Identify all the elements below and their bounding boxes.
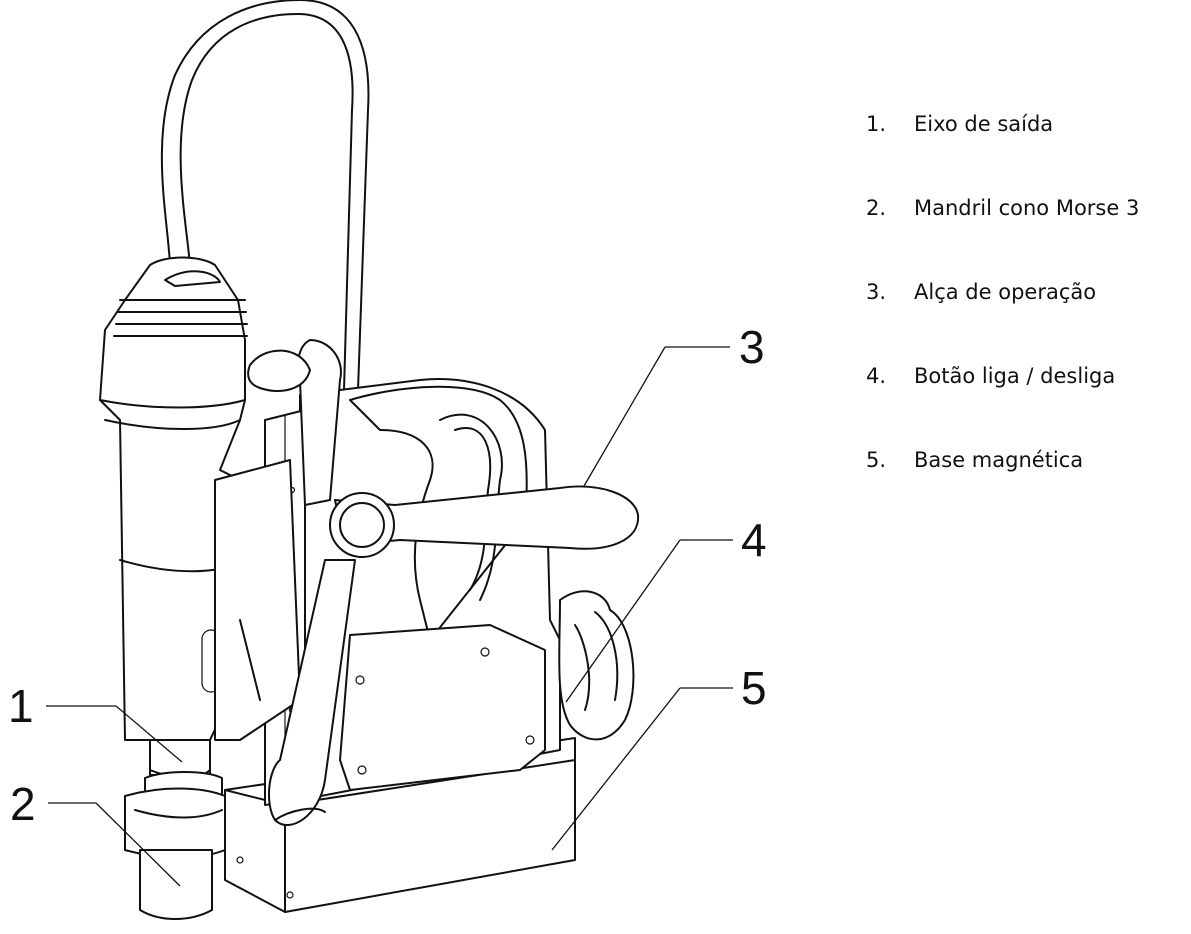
legend-number: 1. [866, 112, 887, 136]
callout-1: 1 [8, 680, 34, 732]
legend-number: 4. [866, 364, 887, 388]
operating-handle [247, 339, 640, 826]
motor-housing [99, 256, 301, 741]
legend-item: 2. Mandril cono Morse 3 [866, 194, 1186, 222]
legend-item: 5. Base magnética [866, 446, 1186, 474]
legend-item: 1. Eixo de saída [866, 110, 1186, 138]
parts-legend: 1. Eixo de saída 2. Mandril cono Morse 3… [866, 110, 1186, 530]
legend-number: 2. [866, 196, 887, 220]
morse-chuck [124, 787, 226, 920]
callout-4: 4 [741, 514, 767, 566]
callout-5: 5 [741, 662, 767, 714]
legend-number: 3. [866, 280, 887, 304]
legend-item: 4. Botão liga / desliga [866, 362, 1186, 390]
legend-label: Eixo de saída [914, 112, 1054, 136]
legend-number: 5. [866, 448, 887, 472]
power-switch [558, 590, 635, 741]
power-cable [160, 0, 370, 391]
legend-label: Mandril cono Morse 3 [914, 196, 1140, 220]
legend-item: 3. Alça de operação [866, 278, 1186, 306]
legend-label: Botão liga / desliga [914, 364, 1116, 388]
callout-2: 2 [10, 778, 36, 830]
legend-label: Alça de operação [914, 280, 1097, 304]
callout-3: 3 [739, 321, 765, 373]
legend-label: Base magnética [914, 448, 1084, 472]
